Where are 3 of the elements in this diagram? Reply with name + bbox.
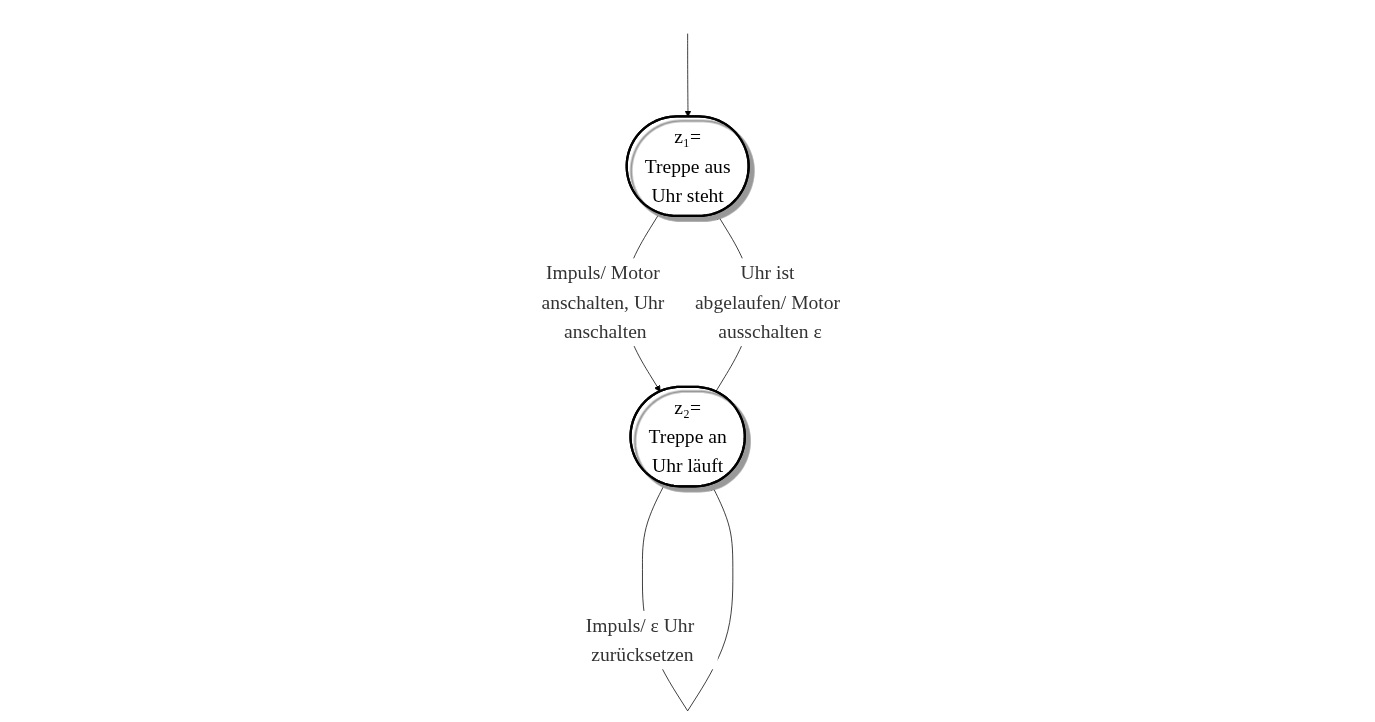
edge-label: Uhr ist abgelaufen/ Motor ausschalten ε <box>694 262 840 343</box>
edge-label: Impuls/ Motor anschalten, Uhr anschalten <box>541 261 665 343</box>
edge-label: Impuls/ ε Uhr zurücksetzen <box>585 614 695 666</box>
